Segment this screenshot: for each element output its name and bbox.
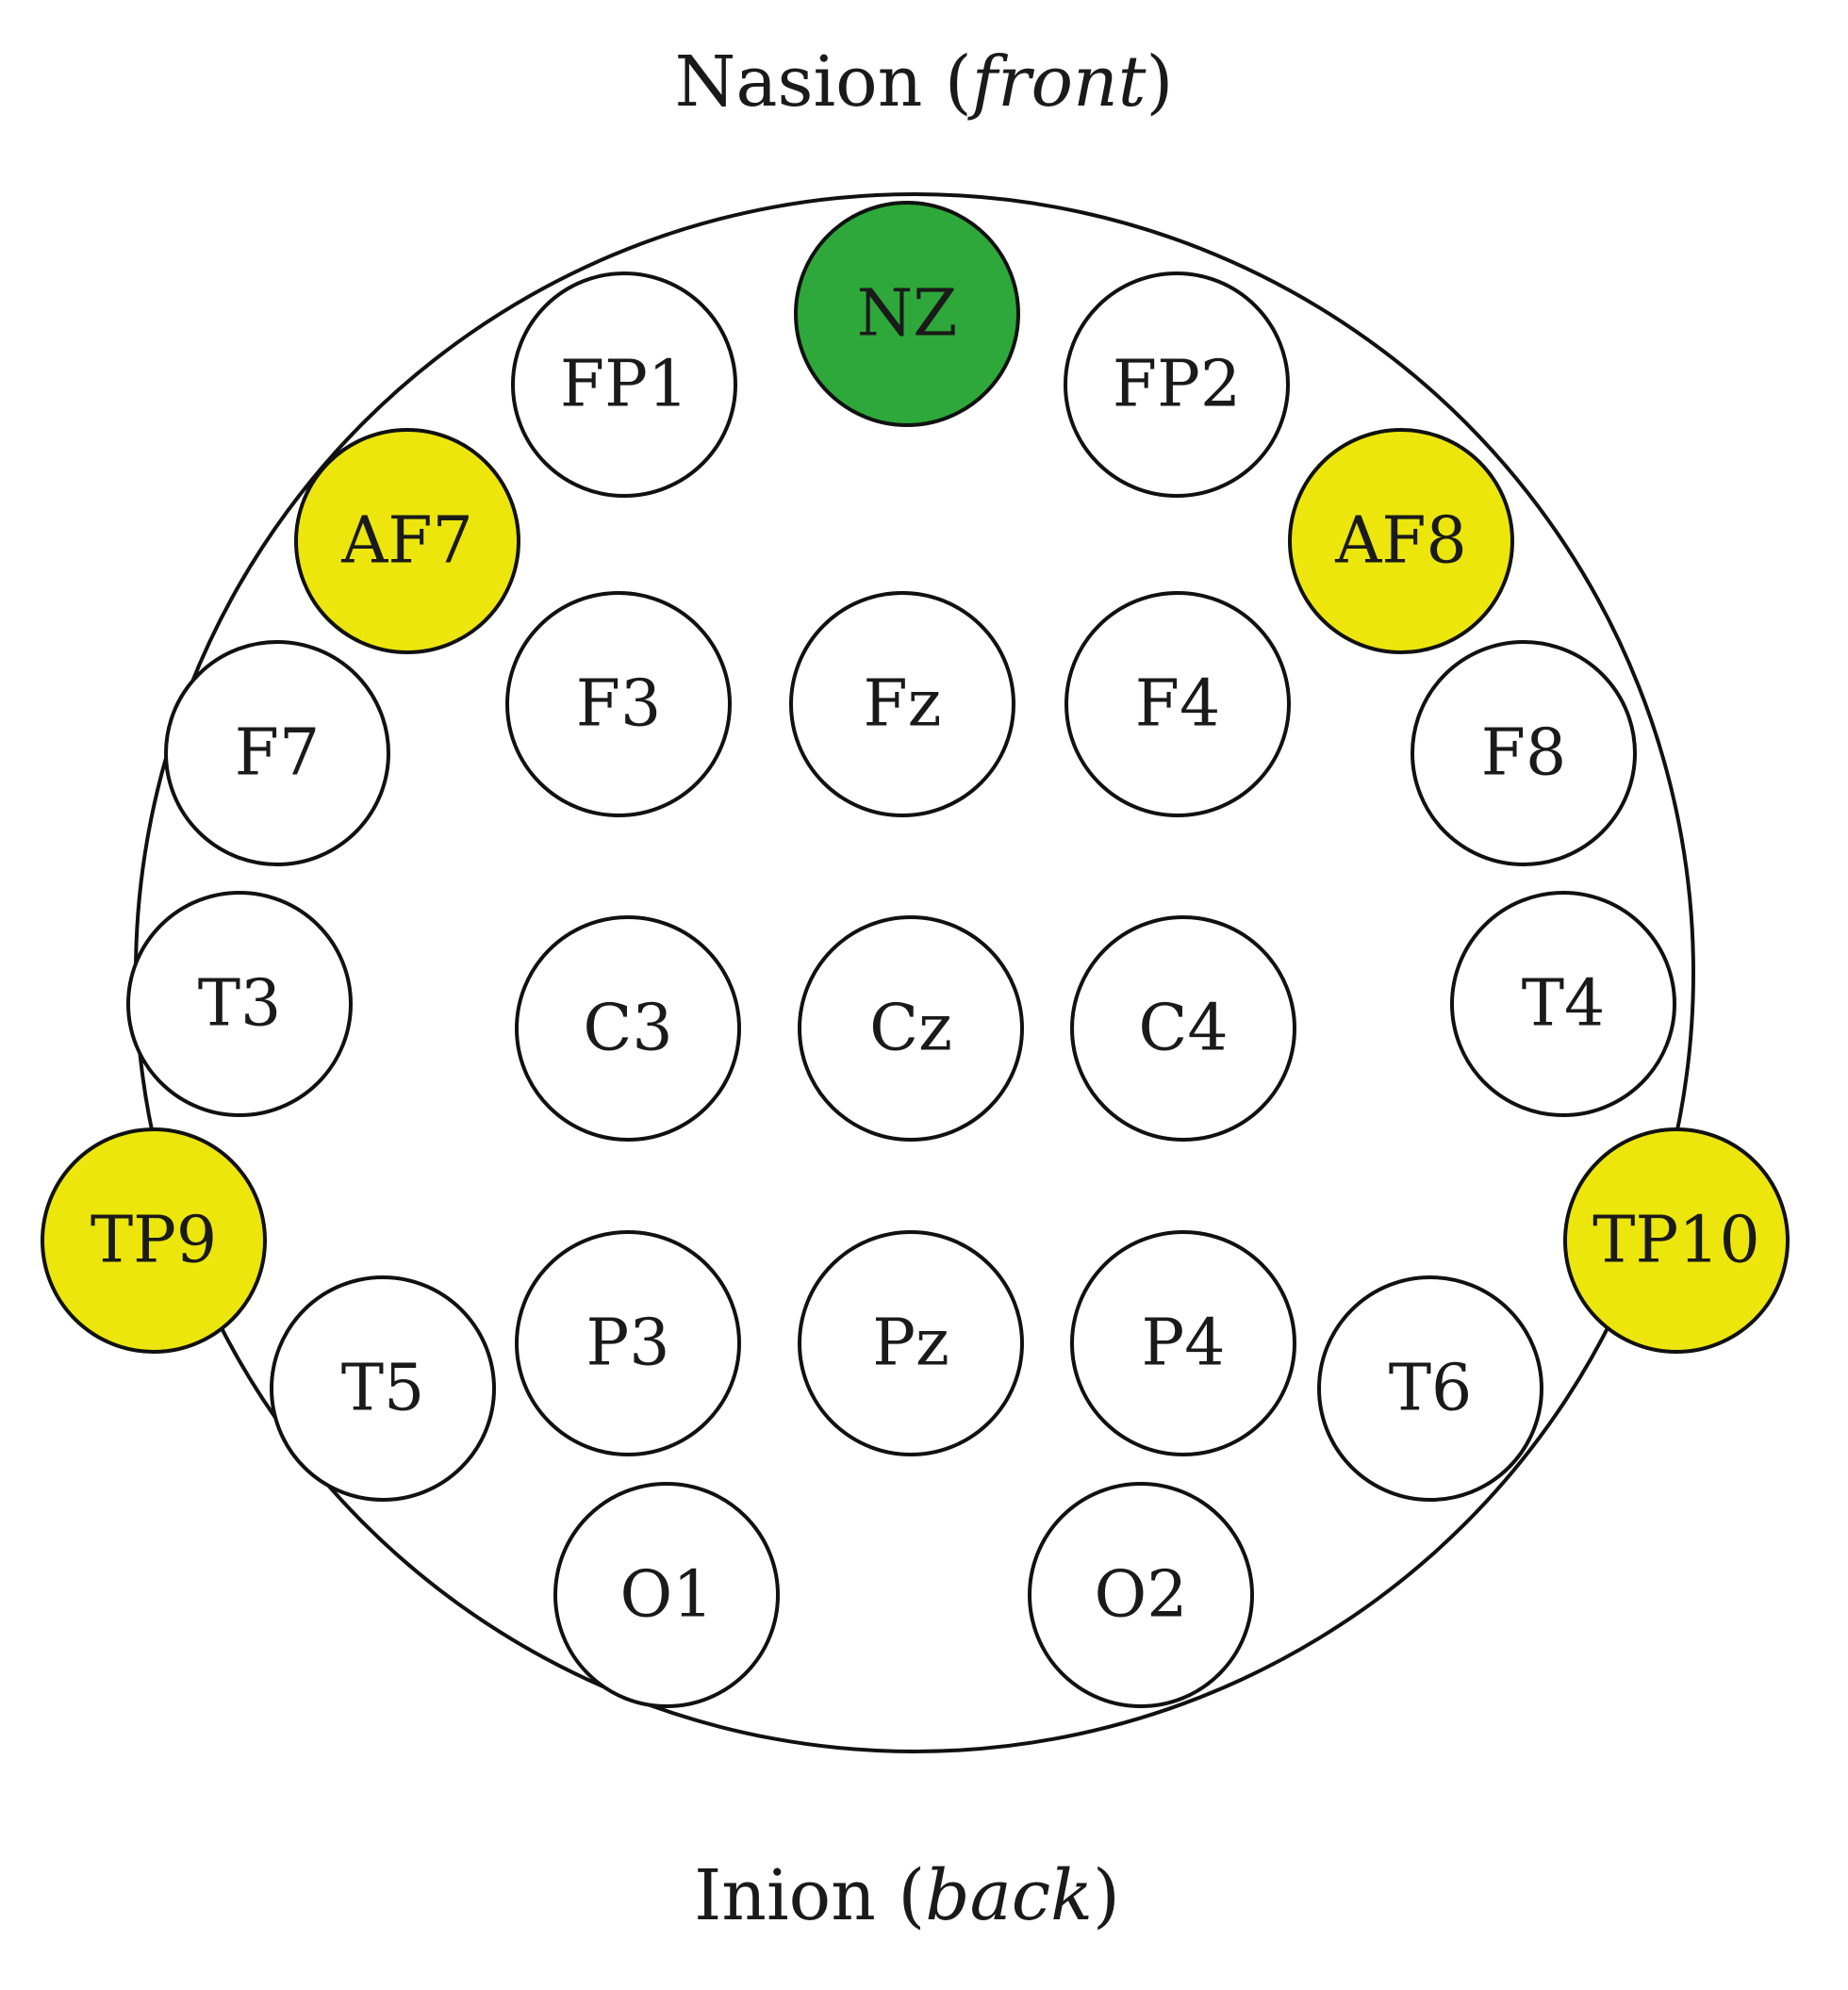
inion-label-prefix: Inion ( [694,1855,925,1936]
nasion-label-suffix: ) [1146,41,1173,123]
electrode-t5-marker [270,1275,496,1502]
electrode-p3-marker [515,1230,741,1456]
electrode-fz-marker [789,591,1015,817]
electrode-fp2-marker [1064,271,1290,498]
electrode-p4-label: P4 [1141,1307,1225,1381]
electrode-t4-label: T4 [1522,967,1606,1042]
electrode-t6: T6 [1317,1275,1543,1502]
electrode-cz-label: Cz [869,992,952,1066]
electrode-f4-marker [1064,591,1291,817]
electrode-cz: Cz [798,915,1024,1142]
electrode-f8-marker [1411,640,1637,866]
electrode-t4-marker [1450,891,1676,1117]
nasion-label-emphasis: front [967,41,1147,123]
electrode-t3-marker [126,891,353,1117]
electrode-fp2-label: FP2 [1113,348,1241,422]
electrode-tp10: TP10 [1563,1127,1790,1354]
electrode-f7-marker [164,640,390,866]
inion-label-emphasis: back [925,1855,1093,1936]
electrode-f8-label: F8 [1481,716,1566,791]
electrode-nz: NZ [794,201,1020,427]
electrode-af8-label: AF8 [1334,504,1467,579]
electrode-fz: Fz [789,591,1015,817]
electrode-tp10-marker [1563,1127,1790,1354]
electrode-p4-marker [1070,1230,1296,1456]
electrode-tp10-label: TP10 [1592,1204,1760,1278]
electrode-t5: T5 [270,1275,496,1502]
electrode-fp1: FP1 [511,271,737,498]
electrode-t6-marker [1317,1275,1543,1502]
electrode-t3-label: T3 [198,967,282,1042]
electrode-c4: C4 [1070,915,1296,1142]
electrode-p3-label: P3 [586,1307,669,1381]
electrode-fz-label: Fz [863,667,941,742]
electrode-t3: T3 [126,891,353,1117]
electrode-af7: AF7 [294,428,520,654]
electrode-f8: F8 [1411,640,1637,866]
electrode-nz-label: NZ [857,277,958,352]
inion-label: Inion (back) [694,1855,1120,1936]
electrode-pz-label: Pz [872,1307,949,1381]
electrode-cz-marker [798,915,1024,1142]
electrode-c4-label: C4 [1138,992,1228,1066]
nasion-label: Nasion (front) [675,41,1174,123]
electrode-f3: F3 [505,591,732,817]
electrode-f3-marker [505,591,732,817]
electrode-t4: T4 [1450,891,1676,1117]
electrode-tp9-label: TP9 [91,1204,217,1278]
electrode-t5-label: T5 [341,1352,425,1426]
inion-label-suffix: ) [1093,1855,1120,1936]
electrode-tp9-marker [41,1127,267,1354]
electrode-af7-label: AF7 [340,504,473,579]
electrode-p4: P4 [1070,1230,1296,1456]
electrode-pz-marker [798,1230,1024,1456]
electrode-af7-marker [294,428,520,654]
electrode-f4: F4 [1064,591,1291,817]
electrode-o2-label: O2 [1094,1558,1187,1633]
electrode-t6-label: T6 [1389,1352,1473,1426]
electrode-o1-label: O1 [619,1558,713,1633]
electrode-o2: O2 [1028,1482,1254,1708]
electrode-p3: P3 [515,1230,741,1456]
electrode-f4-label: F4 [1135,667,1220,742]
electrode-fp2: FP2 [1064,271,1290,498]
electrode-f7-label: F7 [235,716,320,791]
electrode-c3: C3 [515,915,741,1142]
electrode-c4-marker [1070,915,1296,1142]
electrode-tp9: TP9 [41,1127,267,1354]
electrode-af8-marker [1288,428,1514,654]
electrode-fp1-marker [511,271,737,498]
electrode-pz: Pz [798,1230,1024,1456]
electrode-f7: F7 [164,640,390,866]
electrode-c3-marker [515,915,741,1142]
electrode-o1-marker [553,1482,780,1708]
electrode-af8: AF8 [1288,428,1514,654]
electrode-o1: O1 [553,1482,780,1708]
electrode-nz-marker [794,201,1020,427]
electrode-f3-label: F3 [576,667,661,742]
electrode-o2-marker [1028,1482,1254,1708]
electrode-fp1-label: FP1 [560,348,688,422]
electrode-c3-label: C3 [583,992,672,1066]
nasion-label-prefix: Nasion ( [675,41,972,123]
